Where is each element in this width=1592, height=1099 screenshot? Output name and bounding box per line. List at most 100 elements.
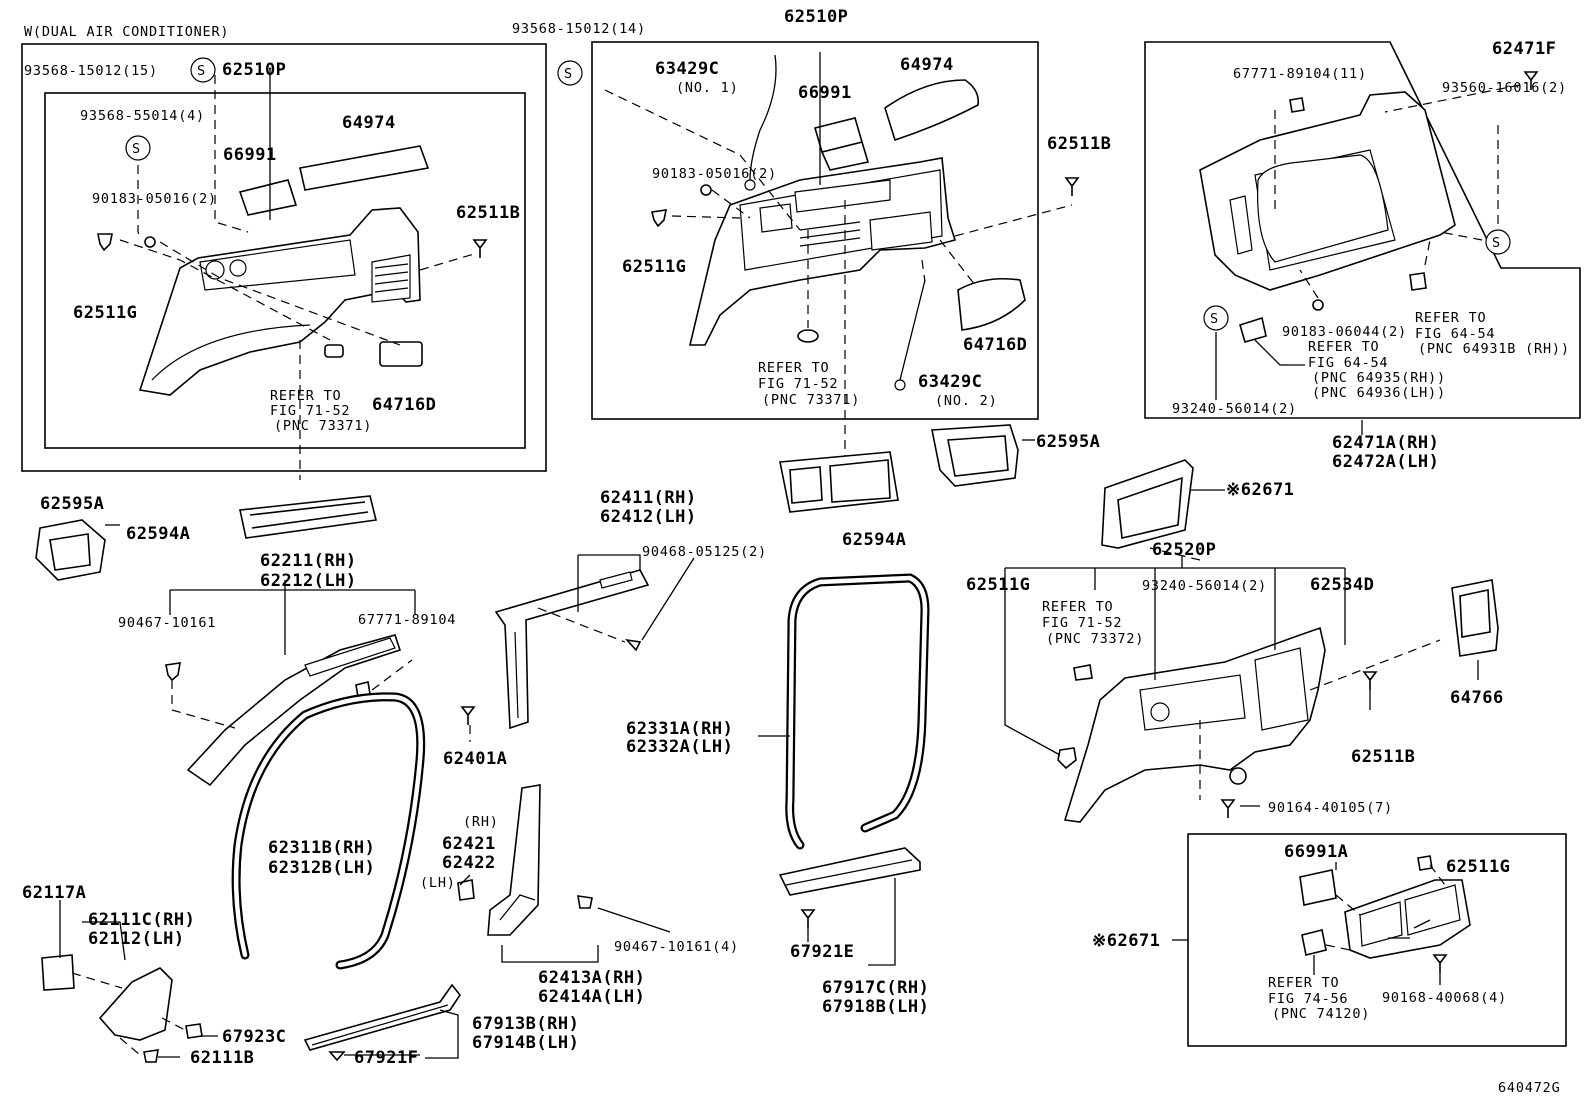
label-93240-56014-2-mid: 93240-56014(2) xyxy=(1142,578,1267,594)
label-62520P: 62520P xyxy=(1152,540,1216,560)
label-fig-71-52-left: FIG 71-52 xyxy=(270,403,350,419)
right-screw-90164 xyxy=(1220,799,1236,818)
label-fig-64-54-r2: FIG 64-54 xyxy=(1308,355,1388,371)
right-back-door-trim xyxy=(1199,91,1456,291)
label-62312B-LH: 62312B(LH) xyxy=(268,858,375,878)
label-62595A-left: 62595A xyxy=(40,494,104,514)
label-64716D-left: 64716D xyxy=(372,395,436,415)
clip-90468 xyxy=(624,638,642,652)
label-66991A: 66991A xyxy=(1284,842,1348,862)
pad-62117A xyxy=(41,954,75,991)
label-62112-LH: 62112(LH) xyxy=(88,929,185,949)
middle-plug xyxy=(797,329,819,343)
left-clip-90183 xyxy=(144,236,156,248)
label-64766: 64766 xyxy=(1450,688,1504,708)
label-62422: 62422 xyxy=(442,853,496,873)
label-67771-89104: 67771-89104 xyxy=(358,612,456,628)
left-62594A-duct xyxy=(239,495,377,539)
label-62111C-RH: 62111C(RH) xyxy=(88,910,195,930)
label-62472A-LH: 62472A(LH) xyxy=(1332,452,1439,472)
label-pnc-64935: (PNC 64935(RH)) xyxy=(1312,370,1446,386)
label-pnc-73372: (PNC 73372) xyxy=(1046,631,1144,647)
left-64974-strip xyxy=(299,145,430,191)
label-62511G-inset: 62511G xyxy=(1446,857,1510,877)
middle-64716D-lid xyxy=(957,277,1026,331)
left-s-symbol-mid xyxy=(125,135,151,161)
label-62471A-RH: 62471A(RH) xyxy=(1332,433,1439,453)
label-90468-05125-2: 90468-05125(2) xyxy=(642,544,767,560)
label-67913B-RH: 67913B(RH) xyxy=(472,1014,579,1034)
middle-quarter-trim-panel xyxy=(688,157,957,346)
label-62111B: 62111B xyxy=(190,1048,254,1068)
label-refer-to-inset: REFER TO xyxy=(1268,975,1339,991)
label-62594A-mid: 62594A xyxy=(842,530,906,550)
right-s-symbol-right-text: S xyxy=(1492,235,1501,251)
middle-clip-62511G xyxy=(651,209,668,228)
label-refer-to-r1: REFER TO xyxy=(1415,310,1486,326)
right-bracket-fig64 xyxy=(1239,316,1267,343)
labels: W(DUAL AIR CONDITIONER) 93568-15012(15) … xyxy=(22,7,1570,1096)
label-62511G-left: 62511G xyxy=(73,303,137,323)
right-64766-lamp xyxy=(1451,579,1499,657)
clip-67923C xyxy=(185,1023,203,1039)
label-90183-05016-2-left: 90183-05016(2) xyxy=(92,191,217,207)
right-s-symbol-left xyxy=(1203,305,1229,331)
center-pillar-lower xyxy=(487,784,541,936)
label-fig-64-54-r1: FIG 64-54 xyxy=(1415,326,1495,342)
middle-66991-box xyxy=(813,117,870,171)
label-66991-left: 66991 xyxy=(223,145,277,165)
left-quarter-trim-panel xyxy=(138,207,421,396)
label-63429C-no2: 63429C xyxy=(918,372,982,392)
label-62595A-mid: 62595A xyxy=(1036,432,1100,452)
label-pnc-64931B: (PNC 64931B (RH)) xyxy=(1418,341,1570,357)
label-fig-71-52-r3: FIG 71-52 xyxy=(1042,615,1122,631)
right-screw-62471F xyxy=(1523,71,1539,90)
right-62671-lamp xyxy=(1101,459,1194,549)
right-clip-62511G-b xyxy=(1057,747,1077,770)
left-s-symbol-top-text: S xyxy=(197,63,206,79)
right-cap xyxy=(1229,767,1247,785)
left-66991-cover xyxy=(238,179,298,216)
right-panel-box xyxy=(1144,41,1581,419)
middle-63429C-no2-wire xyxy=(899,279,926,381)
inset-clip-62511G xyxy=(1417,855,1433,871)
label-62401A: 62401A xyxy=(443,749,507,769)
label-62412-LH: 62412(LH) xyxy=(600,507,697,527)
middle-62595A-duct xyxy=(931,424,1019,487)
label-62511B-right: 62511B xyxy=(1351,747,1415,767)
label-refer-to-r3: REFER TO xyxy=(1042,599,1113,615)
label-67923C: 67923C xyxy=(222,1027,286,1047)
label-no1: (NO. 1) xyxy=(676,80,739,96)
right-clip-67771 xyxy=(1289,97,1305,113)
label-67918B-LH: 67918B(LH) xyxy=(822,997,929,1017)
label-64974-left: 64974 xyxy=(342,113,396,133)
label-62331A-RH: 62331A(RH) xyxy=(626,719,733,739)
label-62117A: 62117A xyxy=(22,883,86,903)
back-door-weatherstrip-inner xyxy=(787,575,928,848)
front-door-weatherstrip-inner xyxy=(233,694,423,968)
label-66991-mid: 66991 xyxy=(798,83,852,103)
screw-67921E xyxy=(800,909,816,928)
screw-62401A xyxy=(460,706,476,725)
label-90164-40105-7: 90164-40105(7) xyxy=(1268,800,1393,816)
clip-90467-10161-4 xyxy=(577,895,593,909)
left-panel-inner-box xyxy=(44,92,526,449)
top-left-note: W(DUAL AIR CONDITIONER) xyxy=(24,24,229,40)
right-clip-top-right xyxy=(1409,272,1427,291)
label-62671-top: ※62671 xyxy=(1226,480,1294,500)
left-64716D-lid xyxy=(379,341,423,367)
label-rh-paren: (RH) xyxy=(463,814,499,830)
label-62511B-left: 62511B xyxy=(456,203,520,223)
right-62520P-trim xyxy=(1063,626,1326,823)
figure-code: 640472G xyxy=(1498,1080,1561,1096)
label-lh-paren: (LH) xyxy=(420,875,456,891)
cowl-side-trim xyxy=(98,967,173,1041)
label-67771-89104-11: 67771-89104(11) xyxy=(1233,66,1367,82)
label-pnc-64936: (PNC 64936(LH)) xyxy=(1312,385,1446,401)
label-62413A-RH: 62413A(RH) xyxy=(538,968,645,988)
label-62211-RH: 62211(RH) xyxy=(260,551,357,571)
left-small-plug xyxy=(324,344,344,358)
right-s-symbol-right xyxy=(1485,229,1511,255)
left-s-symbol-mid-text: S xyxy=(132,141,141,157)
right-clip-fig71 xyxy=(1073,664,1093,681)
